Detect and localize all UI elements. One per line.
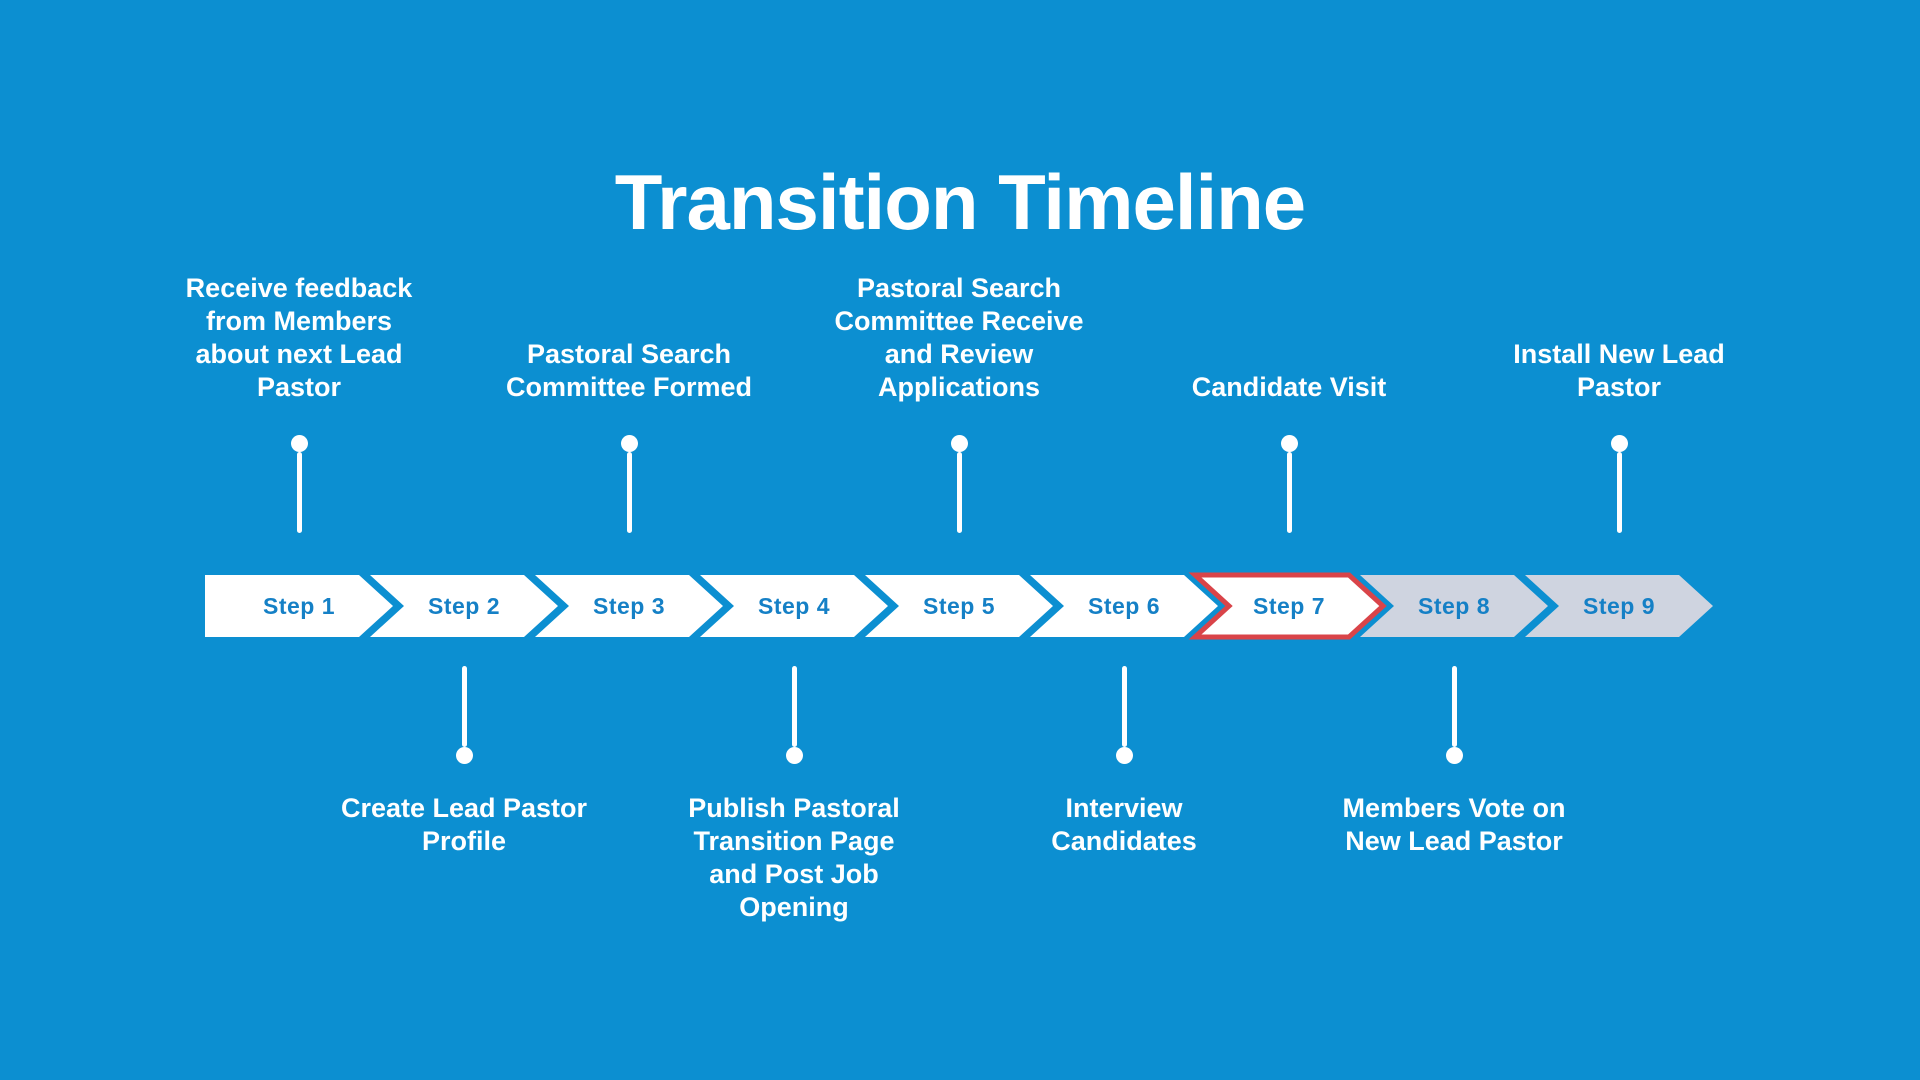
connector-line-step-7 <box>1286 452 1292 533</box>
step-description-4-line-3: and Post Job <box>709 859 879 889</box>
connector-dot-step-5 <box>950 435 968 452</box>
step-description-1-line-1: Receive feedback <box>185 273 413 303</box>
step-description-7-line-1: Candidate Visit <box>1191 372 1387 402</box>
step-description-7: Candidate Visit <box>1192 371 1387 404</box>
step-label-9: Step 9 <box>1582 592 1656 619</box>
step-description-3-line-1: Pastoral Search <box>526 339 732 369</box>
chevron-step-2 <box>370 575 558 637</box>
connector-line-step-1 <box>296 452 302 533</box>
step-label-5: Step 5 <box>922 592 996 619</box>
step-label-6: Step 6 <box>1087 592 1161 619</box>
connector-dot-step-8 <box>1445 747 1463 764</box>
connector-line-step-4 <box>791 666 797 747</box>
step-description-4-line-4: Opening <box>739 892 849 922</box>
step-label-8: Step 8 <box>1417 592 1491 619</box>
step-label-1: Step 1 <box>262 592 336 619</box>
chevron-step-5 <box>865 575 1053 637</box>
step-description-4-line-1: Publish Pastoral <box>688 793 900 823</box>
connector-dot-step-4 <box>785 747 803 764</box>
connector-line-step-5 <box>956 452 962 533</box>
step-description-2-line-2: Profile <box>421 826 507 856</box>
step-description-1-line-3: about next Lead <box>195 339 403 369</box>
connector-line-step-3 <box>626 452 632 533</box>
step-description-5-line-4: Applications <box>877 372 1041 402</box>
connector-dot-step-2 <box>455 747 473 764</box>
step-description-6-line-2: Candidates <box>1051 826 1197 856</box>
connector-line-step-8 <box>1451 666 1457 747</box>
connector-line-step-6 <box>1121 666 1127 747</box>
step-description-9-line-1: Install New Lead <box>1513 339 1725 369</box>
connector-dot-step-1 <box>290 435 308 452</box>
timeline-band <box>205 572 1713 640</box>
chevron-step-4 <box>700 575 888 637</box>
chevron-step-8 <box>1360 575 1548 637</box>
step-description-4-line-2: Transition Page <box>693 826 895 856</box>
step-description-5-line-2: Committee Receive <box>834 306 1084 336</box>
connector-dot-step-3 <box>620 435 638 452</box>
step-description-2-line-1: Create Lead Pastor <box>340 793 588 823</box>
chevron-step-6 <box>1030 575 1218 637</box>
step-label-7: Step 7 <box>1252 592 1326 619</box>
chevron-step-7 <box>1188 572 1387 640</box>
connector-dot-step-7 <box>1280 435 1298 452</box>
chevron-step-1 <box>205 575 393 637</box>
connector-line-step-2 <box>461 666 467 747</box>
step-label-4: Step 4 <box>757 592 831 619</box>
connector-line-step-9 <box>1616 452 1622 533</box>
step-description-1-line-4: Pastor <box>256 372 342 402</box>
step-label-2: Step 2 <box>427 592 501 619</box>
step-description-6-line-1: Interview <box>1065 793 1183 823</box>
connector-dot-step-9 <box>1610 435 1628 452</box>
step-description-9-line-2: Pastor <box>1576 372 1662 402</box>
connector-dot-step-6 <box>1115 747 1133 764</box>
page-title: Transition Timeline <box>614 158 1306 247</box>
chevron-step-3 <box>535 575 723 637</box>
step-description-8-line-2: New Lead Pastor <box>1345 826 1563 856</box>
chevron-step-9 <box>1525 575 1713 637</box>
step-label-3: Step 3 <box>592 592 666 619</box>
step-description-3-line-2: Committee Formed <box>505 372 753 402</box>
step-description-8-line-1: Members Vote on <box>1342 793 1566 823</box>
step-description-5-line-3: and Review <box>884 339 1034 369</box>
step-description-5-line-1: Pastoral Search <box>856 273 1062 303</box>
step-description-1-line-2: from Members <box>205 306 393 336</box>
